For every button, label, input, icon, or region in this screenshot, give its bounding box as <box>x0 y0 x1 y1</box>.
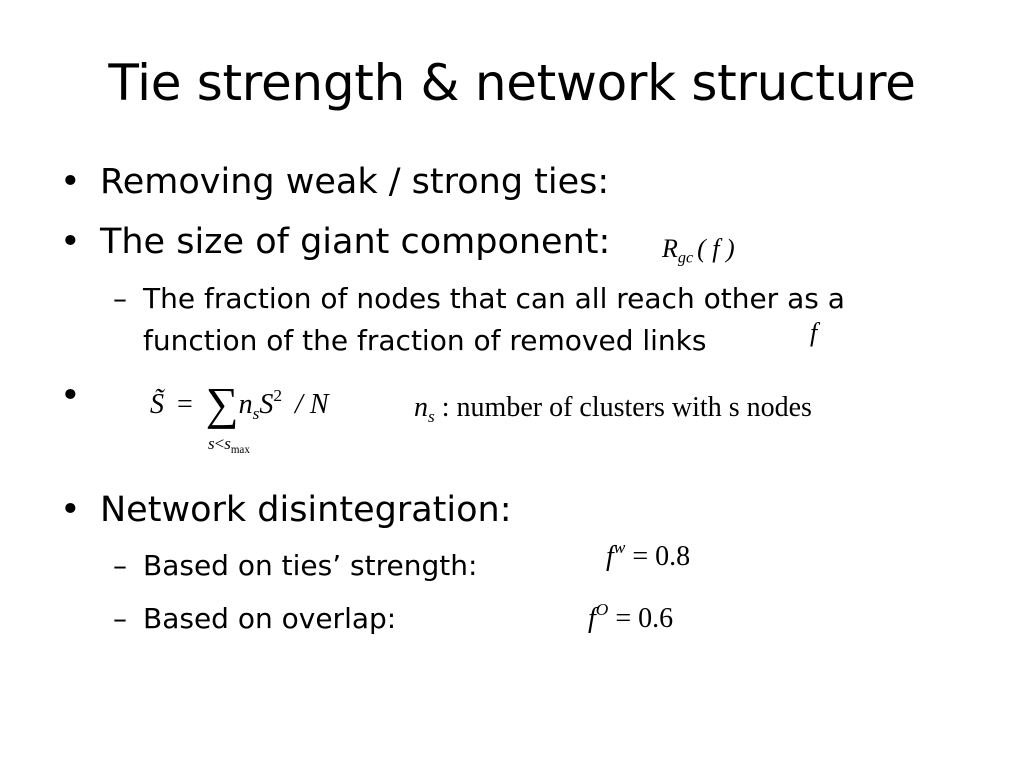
bullet-network-disintegration: • Network disintegration: <box>60 488 512 532</box>
formula-divide-n: / N <box>295 389 329 420</box>
bullet-text: Network disintegration: <box>100 490 512 530</box>
formula-rgc: Rgc( f ) <box>662 234 735 268</box>
dash-marker: – <box>113 549 127 582</box>
formula-ns-description: ns : number of clusters with s nodes <box>414 392 812 427</box>
bullet-marker: • <box>60 490 81 530</box>
formula-fo: fO = 0.6 <box>588 600 673 635</box>
bullet-text: Removing weak / strong ties: <box>100 162 610 202</box>
formula-argument: ( f ) <box>697 234 735 263</box>
bullet-text: The size of giant component: <box>100 222 611 262</box>
formula-subscript: gc <box>677 249 694 267</box>
sum-symbol: ∑ <box>205 378 239 429</box>
formula-symbol: S̃ <box>150 389 164 420</box>
sub-bullet-strength: –Based on ties’ strength: <box>113 547 477 585</box>
sum-limit-less-than: < <box>214 434 225 453</box>
bullet-removing-ties: • Removing weak / strong ties: <box>60 160 609 204</box>
sub-bullet-text: Based on overlap: <box>143 602 397 635</box>
bullet-giant-component: • The size of giant component: <box>60 220 610 264</box>
formula-value: = 0.8 <box>625 541 691 573</box>
formula-symbol: f <box>606 541 614 573</box>
sub-bullet-text: The fraction of nodes that can all reach… <box>143 282 845 315</box>
sum-limit: s<smax <box>208 434 250 456</box>
formula-s-tilde: S̃ = ∑nsS2 / N <box>150 378 329 429</box>
bullet-marker: • <box>60 222 81 262</box>
sub-bullet-text: function of the fraction of removed link… <box>143 324 707 357</box>
formula-symbol: S <box>259 389 274 420</box>
formula-superscript: O <box>595 600 609 619</box>
sum-limit-s: s <box>224 434 231 453</box>
sum-limit-max: max <box>230 443 250 456</box>
sub-bullet-fraction-line2: function of the fraction of removed link… <box>143 322 706 360</box>
sub-bullet-overlap: –Based on overlap: <box>113 600 396 638</box>
formula-value: = 0.6 <box>608 603 674 635</box>
dash-marker: – <box>113 602 127 635</box>
formula-fw: fw = 0.8 <box>606 538 690 573</box>
sub-bullet-text: Based on ties’ strength: <box>143 549 478 582</box>
bullet-formula: • <box>60 374 100 418</box>
formula-subscript: s <box>252 404 260 424</box>
formula-description: : number of clusters with s nodes <box>434 392 812 423</box>
sum-limit-s: s <box>208 434 215 453</box>
sub-bullet-fraction-line1: –The fraction of nodes that can all reac… <box>113 280 845 318</box>
dash-marker: – <box>113 282 127 315</box>
bullet-marker: • <box>60 162 81 202</box>
formula-f: f <box>810 318 818 347</box>
formula-equals: = <box>177 389 193 420</box>
formula-symbol: n <box>414 392 428 423</box>
formula-superscript: w <box>613 538 626 557</box>
formula-symbol: f <box>588 603 596 635</box>
formula-symbol: R <box>662 234 678 263</box>
formula-superscript: 2 <box>273 385 283 405</box>
bullet-marker: • <box>60 376 81 416</box>
formula-subscript: s <box>428 407 435 427</box>
formula-symbol: n <box>238 389 253 420</box>
slide-title: Tie strength & network structure <box>108 54 916 112</box>
